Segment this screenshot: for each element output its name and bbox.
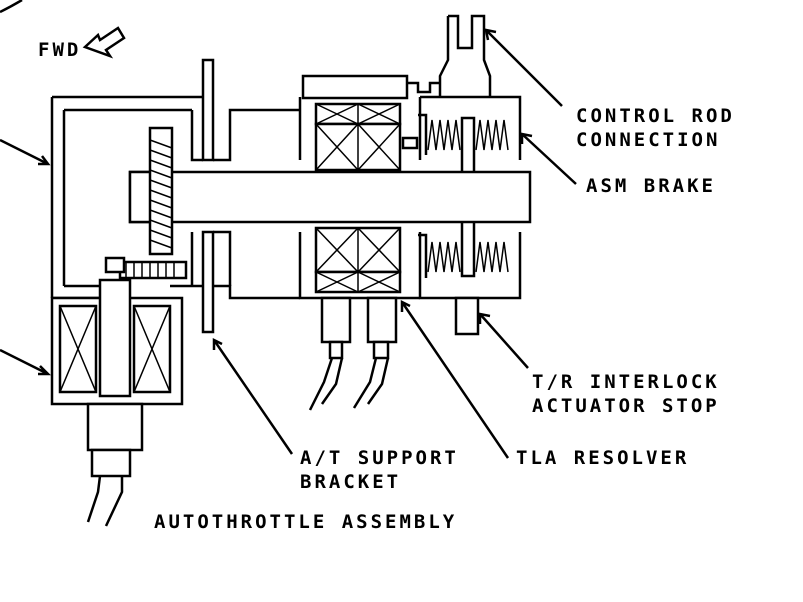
control-rod-arm xyxy=(418,14,522,160)
motor xyxy=(50,278,184,527)
at-support-label-line2: BRACKET xyxy=(300,471,402,493)
arrow-icon xyxy=(82,26,126,59)
control-rod-label-line1: CONTROL ROD xyxy=(576,105,735,127)
tla-resolver-label: TLA RESOLVER xyxy=(516,447,690,469)
tr-interlock-label-line2: ACTUATOR STOP xyxy=(532,395,720,417)
fwd-label: FWD xyxy=(38,39,82,61)
resolver-housing xyxy=(298,74,440,300)
resolver-connectors xyxy=(308,296,398,411)
support-bracket xyxy=(190,58,300,334)
left-edge-cable xyxy=(0,0,23,14)
worm-gear xyxy=(104,126,188,280)
at-support-label-line1: A/T SUPPORT xyxy=(300,447,459,469)
brake-assembly xyxy=(418,113,522,336)
asm-brake-label: ASM BRAKE xyxy=(586,175,716,197)
diagram-title: AUTOTHROTTLE ASSEMBLY xyxy=(154,511,458,533)
control-rod-label-line2: CONNECTION xyxy=(576,129,721,151)
tr-interlock-label-line1: T/R INTERLOCK xyxy=(532,371,720,393)
main-shaft xyxy=(128,170,532,224)
leader-lines xyxy=(0,28,577,459)
